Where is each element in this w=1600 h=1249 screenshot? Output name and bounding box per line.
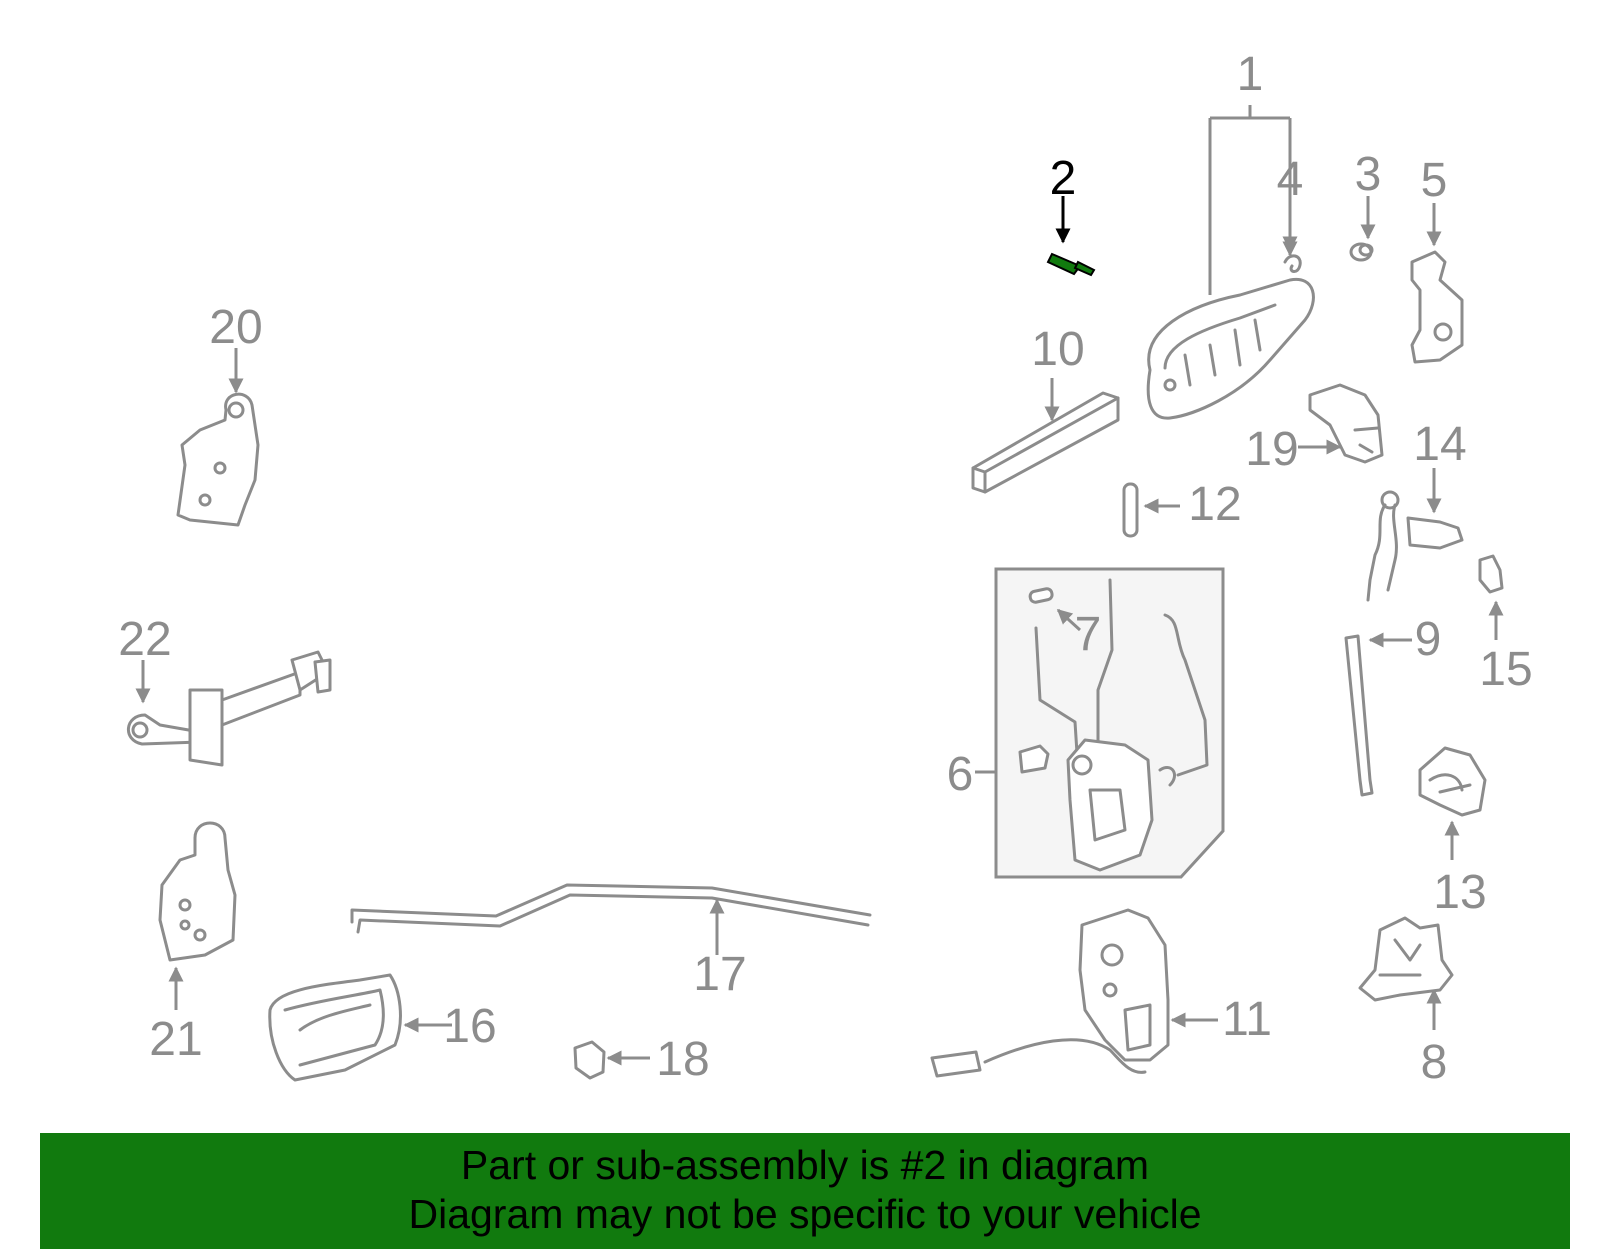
callout-17: 17 [693,948,746,1001]
part-1-outside-handle[interactable] [1146,105,1315,420]
part-16-inside-handle[interactable] [268,973,452,1082]
part-18-clip[interactable] [573,1040,650,1080]
callout-13: 13 [1433,866,1486,919]
part-3-grommet[interactable] [1349,196,1376,262]
callout-6: 6 [947,748,974,801]
callout-19: 19 [1245,423,1298,476]
part-8-striker[interactable] [1358,916,1454,1030]
banner-line-disclaimer: Diagram may not be specific to your vehi… [408,1191,1202,1237]
callout-21: 21 [149,1013,202,1066]
callout-22: 22 [118,613,171,666]
callout-5: 5 [1421,154,1448,207]
part-4-clip[interactable] [1282,200,1302,273]
part-15-clip[interactable] [1478,554,1504,640]
callout-10: 10 [1031,323,1084,376]
callout-8: 8 [1421,1036,1448,1089]
part-6-lock-assembly[interactable] [975,567,1225,879]
callout-14: 14 [1413,418,1466,471]
callout-1: 1 [1237,48,1264,101]
part-12-pin[interactable] [1122,482,1180,538]
info-banner: Part or sub-assembly is #2 in diagram Di… [40,1133,1570,1249]
part-9-rod[interactable] [1344,632,1412,797]
part-2-screw[interactable] [1046,196,1096,277]
part-10-seal-strip[interactable] [971,378,1120,494]
callout-2: 2 [1050,152,1077,205]
callout-11: 11 [1222,993,1272,1046]
callout-4: 4 [1277,153,1304,206]
callout-9: 9 [1415,613,1442,666]
part-11-actuator[interactable] [930,908,1218,1078]
part-20-hinge[interactable] [176,348,260,527]
callout-18: 18 [656,1033,709,1086]
part-22-door-check[interactable] [126,650,332,767]
part-5-bracket[interactable] [1410,203,1464,364]
callout-20: 20 [209,301,262,354]
callout-7: 7 [1075,608,1102,661]
part-19-bracket[interactable] [1298,383,1384,464]
part-21-hinge[interactable] [158,821,237,1010]
callout-15: 15 [1479,643,1532,696]
part-13-striker-plate[interactable] [1418,746,1487,860]
callout-12: 12 [1188,478,1241,531]
callout-3: 3 [1355,148,1382,201]
part-14-lock-cylinder[interactable] [1366,468,1464,602]
part-17-rod[interactable] [350,883,872,955]
callout-16: 16 [443,1000,496,1053]
banner-line-part-number: Part or sub-assembly is #2 in diagram [460,1142,1150,1188]
